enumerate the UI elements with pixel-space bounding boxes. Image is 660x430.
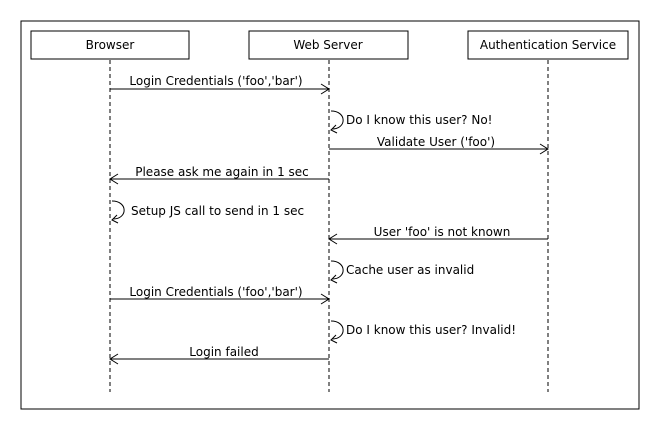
self-loop-arrow [111, 200, 125, 220]
message-label: Cache user as invalid [346, 263, 474, 277]
message-login-failed: Login failed [109, 345, 329, 365]
arrowhead-self-icon [111, 214, 119, 224]
self-loop-arrow [330, 320, 344, 340]
message-validate-user: Validate User ('foo') [329, 135, 549, 155]
message-label: Login Credentials ('foo','bar') [129, 285, 302, 299]
arrowhead-right-icon [320, 293, 330, 305]
participant-label-web-server: Web Server [293, 38, 362, 52]
message-label: Please ask me again in 1 sec [135, 165, 309, 179]
arrowhead-left-icon [109, 173, 119, 185]
arrowhead-self-icon [330, 124, 338, 134]
participant-auth-service: Authentication Service [467, 30, 629, 392]
self-loop-arrow [330, 260, 344, 280]
message-login-credentials-1: Login Credentials ('foo','bar') [110, 74, 330, 95]
message-user-not-known: User 'foo' is not known [328, 225, 548, 245]
message-self-check-2: Do I know this user? Invalid! [330, 320, 516, 344]
arrowhead-right-icon [320, 83, 330, 95]
arrowhead-left-icon [109, 353, 119, 365]
participant-box-browser [30, 30, 190, 60]
message-self-check-1: Do I know this user? No! [330, 110, 492, 134]
message-label: Setup JS call to send in 1 sec [131, 204, 304, 218]
message-label: Do I know this user? No! [346, 113, 492, 127]
message-login-credentials-2: Login Credentials ('foo','bar') [110, 285, 330, 305]
self-loop-arrow [330, 110, 344, 130]
participant-box-auth-service [467, 30, 629, 60]
arrowhead-left-icon [328, 233, 338, 245]
participant-web-server: Web Server [248, 30, 409, 392]
participant-browser: Browser [30, 30, 190, 392]
arrowhead-right-icon [539, 143, 549, 155]
participant-label-browser: Browser [86, 38, 135, 52]
message-label: Login failed [189, 345, 258, 359]
participant-label-auth-service: Authentication Service [480, 38, 616, 52]
message-label: Validate User ('foo') [377, 135, 495, 149]
message-ask-again: Please ask me again in 1 sec [109, 165, 329, 185]
participant-box-web-server [248, 30, 409, 60]
message-setup-js-call: Setup JS call to send in 1 sec [111, 200, 304, 224]
arrowhead-self-icon [330, 274, 338, 284]
message-label: User 'foo' is not known [374, 225, 511, 239]
diagram-frame [20, 20, 640, 410]
message-label: Login Credentials ('foo','bar') [129, 74, 302, 88]
message-cache-invalid: Cache user as invalid [330, 260, 474, 284]
message-label: Do I know this user? Invalid! [346, 323, 516, 337]
arrowhead-self-icon [330, 334, 338, 344]
